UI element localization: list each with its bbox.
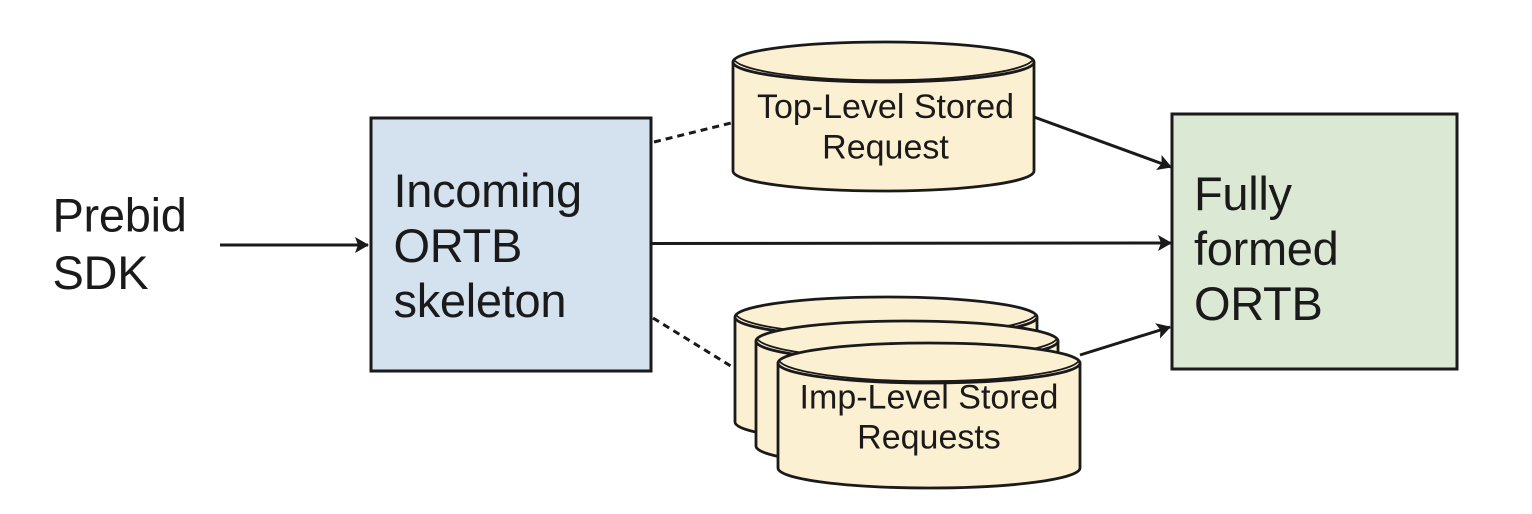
svg-text:Top-Level Stored: Top-Level Stored xyxy=(757,88,1014,126)
svg-text:SDK: SDK xyxy=(53,246,149,299)
svg-text:Fully: Fully xyxy=(1194,167,1293,220)
svg-text:skeleton: skeleton xyxy=(394,274,567,327)
svg-text:Request: Request xyxy=(822,129,949,167)
svg-text:Requests: Requests xyxy=(857,419,1001,457)
svg-text:ORTB: ORTB xyxy=(1194,277,1323,330)
svg-text:formed: formed xyxy=(1194,222,1338,275)
svg-text:Incoming: Incoming xyxy=(394,164,582,217)
svg-text:ORTB: ORTB xyxy=(394,219,523,272)
svg-text:Prebid: Prebid xyxy=(53,189,187,242)
svg-text:Imp-Level Stored: Imp-Level Stored xyxy=(800,379,1059,417)
